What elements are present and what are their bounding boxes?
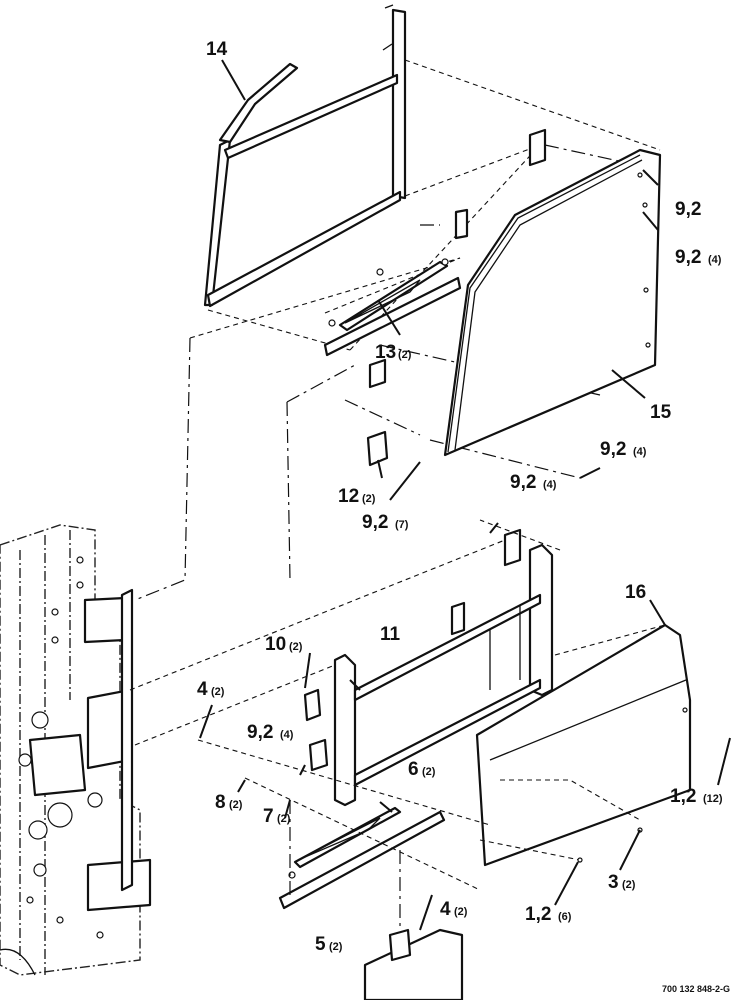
- callout-4-a-qty: (2): [211, 686, 225, 698]
- callout-4-a-number: 4: [197, 679, 208, 700]
- callout-4-b: 4 (2): [440, 899, 468, 920]
- callout-10-number: 10: [265, 634, 286, 655]
- callout-9-2-e-number: 9,2: [362, 512, 388, 533]
- part-14-upper-frame: [203, 4, 407, 308]
- part-13-channel: [323, 258, 462, 357]
- part-10-bracket: [303, 688, 329, 772]
- callout-5: 5 (2): [315, 934, 343, 955]
- lower-assembly-guides: [129, 519, 666, 930]
- callout-14-number: 14: [206, 39, 228, 60]
- callout-1-2-a-number: 1,2: [670, 786, 696, 807]
- callout-14: 14: [206, 39, 228, 60]
- callout-9-2-c-number: 9,2: [600, 439, 626, 460]
- callout-9-2-e-qty: (7): [395, 519, 409, 531]
- callout-11: 11: [380, 624, 401, 645]
- callout-12: 12 (2): [338, 486, 376, 507]
- callout-9-2-b-qty: (4): [708, 254, 722, 266]
- part-11-lower-frame: [333, 528, 554, 807]
- callout-9-2-b: 9,2 (4): [675, 247, 722, 268]
- callout-6-number: 6: [408, 759, 419, 780]
- callout-9-2-f-number: 9,2: [247, 722, 273, 743]
- callout-3: 3 (2): [608, 872, 636, 893]
- figure-reference-number: 700 132 848-2-G: [662, 984, 730, 994]
- callout-11-number: 11: [380, 624, 401, 645]
- part-15-side-panel: [443, 148, 662, 457]
- callout-1-2-b: 1,2 (6): [525, 904, 572, 925]
- callout-13-qty: (2): [398, 349, 412, 361]
- callout-3-number: 3: [608, 872, 619, 893]
- callout-4-b-qty: (2): [454, 906, 468, 918]
- leader-lines: [199, 59, 731, 931]
- callout-9-2-d-number: 9,2: [510, 472, 536, 493]
- callout-3-qty: (2): [622, 879, 636, 891]
- callout-7: 7 (2): [263, 806, 291, 827]
- callout-15-number: 15: [650, 402, 672, 423]
- part-5-6-lower-channel: [278, 806, 446, 910]
- callout-13-number: 13: [375, 342, 396, 363]
- callout-16: 16: [625, 582, 646, 603]
- callout-4-a: 4 (2): [197, 679, 225, 700]
- part-4-lower-bracket: [363, 928, 464, 1000]
- part-16-lower-panel: [475, 623, 692, 867]
- callout-8-qty: (2): [229, 799, 243, 811]
- callout-9-2-b-number: 9,2: [675, 247, 701, 268]
- callout-6-qty: (2): [422, 766, 436, 778]
- callout-13: 13 (2): [375, 342, 412, 363]
- callout-10: 10 (2): [265, 634, 303, 655]
- callout-16-number: 16: [625, 582, 646, 603]
- callout-9-2-c-qty: (4): [633, 446, 647, 458]
- callout-9-2-d-qty: (4): [543, 479, 557, 491]
- callout-5-number: 5: [315, 934, 326, 955]
- machine-frame: [0, 524, 152, 976]
- callout-9-2-c: 9,2 (4): [600, 439, 647, 460]
- callout-1-2-b-number: 1,2: [525, 904, 551, 925]
- callout-4-b-number: 4: [440, 899, 451, 920]
- callout-1-2-a: 1,2 (12): [670, 786, 723, 807]
- callout-8-number: 8: [215, 792, 226, 813]
- callout-5-qty: (2): [329, 941, 343, 953]
- upper-brackets: [366, 128, 547, 467]
- callout-9-2-a: 9,2: [675, 199, 701, 220]
- callout-9-2-f: 9,2 (4): [247, 722, 294, 743]
- callout-9-2-a-number: 9,2: [675, 199, 701, 220]
- callout-15: 15: [650, 402, 672, 423]
- callout-7-qty: (2): [277, 813, 291, 825]
- callout-12-number: 12: [338, 486, 359, 507]
- callout-1-2-b-qty: (6): [558, 911, 572, 923]
- callout-7-number: 7: [263, 806, 274, 827]
- callout-9-2-e: 9,2 (7): [362, 512, 409, 533]
- callout-12-qty: (2): [362, 493, 376, 505]
- callout-9-2-f-qty: (4): [280, 729, 294, 741]
- callout-6: 6 (2): [408, 759, 436, 780]
- callout-9-2-d: 9,2 (4): [510, 472, 557, 493]
- callout-10-qty: (2): [289, 641, 303, 653]
- callout-8: 8 (2): [215, 792, 243, 813]
- callout-1-2-a-qty: (12): [703, 793, 723, 805]
